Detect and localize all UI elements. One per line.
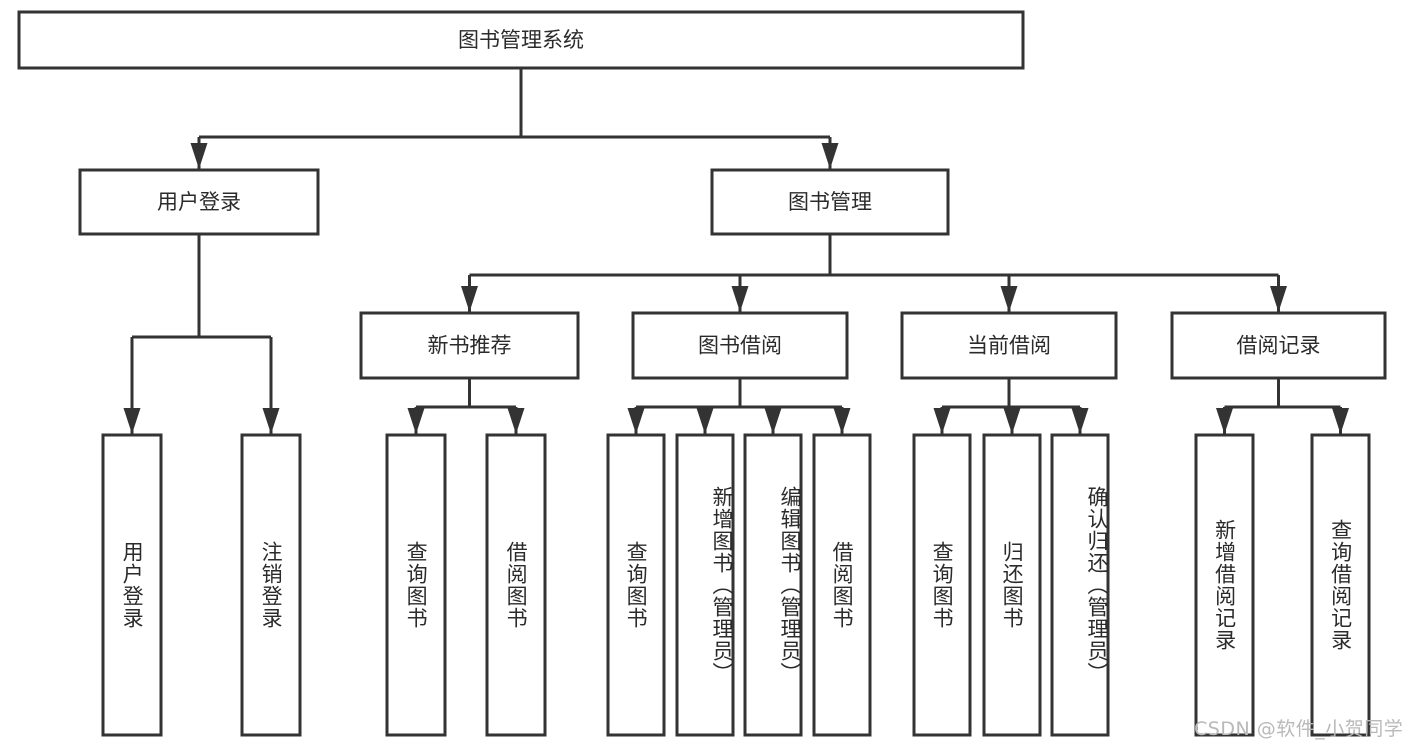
node-label-root: 图书管理系统 [458,28,584,52]
arrow-head-leaf-borrow-book-1 [507,408,525,434]
node-label-new-book-rec: 新书推荐 [428,334,512,358]
node-label-leaf-return-book: 归还图书 [1000,541,1025,629]
arrow-head-current-borrow [1000,286,1018,312]
node-label-leaf-query-book-2: 查询图书 [624,541,649,629]
node-label-current-borrow: 当前借阅 [967,334,1051,358]
arrow-head-leaf-confirm-return [1071,408,1089,434]
node-box-leaf-query-book-1[interactable] [385,433,447,737]
node-box-leaf-query-book-3[interactable] [912,433,972,737]
arrow-head-new-book-rec [461,286,478,312]
node-box-root[interactable] [17,10,1025,70]
node-label-leaf-user-logout: 注销登录 [259,541,284,629]
node-box-user-login[interactable] [78,168,320,236]
node-box-new-book-rec[interactable] [359,311,580,380]
node-label-leaf-borrow-book-2: 借阅图书 [830,541,855,629]
arrow-head-leaf-query-book-3 [933,408,951,434]
arrow-head-leaf-edit-book [764,408,782,434]
node-label-leaf-borrow-book-1: 借阅图书 [504,541,529,629]
node-label-leaf-query-book-3: 查询图书 [930,541,955,629]
arrow-head-leaf-return-book [1003,408,1021,434]
node-box-leaf-borrow-book-2[interactable] [812,433,872,737]
node-box-leaf-query-book-2[interactable] [606,433,666,737]
node-label-leaf-query-book-1: 查询图书 [404,541,429,629]
node-label-user-login: 用户登录 [157,190,241,214]
node-box-book-manage[interactable] [710,168,950,236]
node-label-leaf-edit-book: 编辑图书（管理员） [778,486,802,684]
edges-layer [123,68,1349,434]
node-label-leaf-query-record: 查询借阅记录 [1328,519,1353,651]
node-box-leaf-edit-book[interactable] [743,433,803,737]
arrow-head-book-borrow [731,286,749,312]
arrow-head-leaf-user-logout [262,408,280,434]
arrow-head-book-manage [821,143,839,169]
node-label-leaf-add-record: 新增借阅记录 [1212,519,1237,651]
node-label-book-borrow: 图书借阅 [698,334,782,358]
node-label-book-manage: 图书管理 [788,190,872,214]
arrow-head-leaf-add-book [696,408,714,434]
node-box-leaf-user-logout[interactable] [240,433,302,737]
node-box-leaf-add-record[interactable] [1194,433,1255,737]
node-box-leaf-confirm-return[interactable] [1050,433,1110,737]
arrow-head-leaf-query-record [1332,408,1349,434]
node-box-leaf-return-book[interactable] [982,433,1042,737]
node-box-current-borrow[interactable] [900,311,1118,380]
node-label-leaf-confirm-return: 确认归还（管理员） [1085,486,1109,684]
node-label-leaf-add-book: 新增图书（管理员） [710,486,734,684]
arrow-head-leaf-add-record [1216,408,1233,434]
node-box-book-borrow[interactable] [631,311,849,380]
node-box-leaf-user-login[interactable] [101,433,163,737]
arrow-head-leaf-query-book-2 [627,408,645,434]
arrow-head-leaf-query-book-1 [407,408,425,434]
node-box-leaf-add-book[interactable] [675,433,735,737]
arrow-head-user-login [190,143,208,169]
arrow-head-leaf-borrow-book-2 [833,408,851,434]
node-label-borrow-record: 借阅记录 [1237,334,1321,358]
node-box-leaf-query-record[interactable] [1310,433,1371,737]
csdn-watermark: CSDN @软件_小贺同学 [1194,718,1404,740]
node-label-leaf-user-login: 用户登录 [120,541,145,629]
arrow-head-borrow-record [1270,286,1287,312]
node-boxes-layer [17,10,1387,737]
arrow-head-leaf-user-login [123,408,141,434]
node-box-leaf-borrow-book-1[interactable] [485,433,547,737]
node-box-borrow-record[interactable] [1170,311,1387,380]
